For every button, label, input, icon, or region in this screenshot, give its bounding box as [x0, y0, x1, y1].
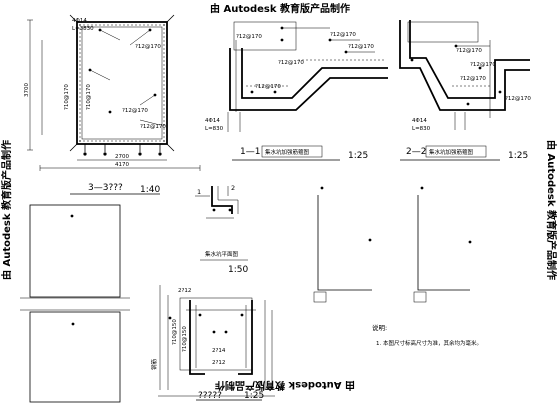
detail-rebar-d: 2?14	[212, 348, 226, 354]
plan-rebar-6: ?12@170	[140, 124, 166, 130]
section-2-rebar-b: ?12@170	[470, 62, 496, 68]
section-1-rebar-c: ?12@170	[255, 84, 281, 90]
notes-heading: 说明:	[372, 323, 387, 332]
plan-rebar-2: ?12@170	[135, 44, 161, 50]
plan-dim-bottom: 2700	[115, 154, 129, 160]
watermark-right: 由 Autodesk 教育版产品制作	[545, 140, 558, 280]
section-1-title: 1—1	[240, 147, 260, 157]
detail-left-bar	[189, 300, 205, 375]
section-1-scale: 1:25	[348, 151, 368, 161]
section-3-upper-panel	[29, 204, 121, 298]
pit-plan-outline	[211, 186, 233, 214]
pit-plan-view: 1 2 集水坑平面图 1:50	[195, 184, 248, 275]
plan-dim-left: 3700	[24, 83, 30, 97]
section-sketches	[313, 186, 472, 303]
section-2-rebar-a: ?12@170	[456, 48, 482, 54]
section-3-lower-panel	[29, 311, 121, 403]
notes-item-1: 1. 本图尺寸标高尺寸为准，其余均为毫米。	[376, 339, 482, 347]
section-2-subtitle: 集水坑加强筋箍图	[429, 148, 474, 156]
watermark-top: 由 Autodesk 教育版产品制作	[210, 2, 350, 15]
detail-right-bar	[238, 300, 253, 375]
plan-rebar-3: ?10@170	[64, 84, 70, 110]
section-2-rebar-c: ?12@170	[460, 76, 486, 82]
pit-plan-mark-2: 2	[231, 184, 235, 192]
section-1-view: ?12@170 ?12@170 ?12@170 ?12@170 ?12@170 …	[205, 21, 388, 161]
detail-rebar-a: 2?12	[178, 288, 191, 294]
watermark-left: 由 Autodesk 教育版产品制作	[0, 140, 13, 280]
pit-plan-mark-1: 1	[197, 188, 201, 196]
plan-rebar-1: 4Φ14	[72, 18, 87, 24]
section-1-rebar-b: ?12@170	[278, 60, 304, 66]
pit-plan-scale: 1:50	[228, 265, 248, 275]
section-3-view: 3—3??? 1:40	[20, 183, 160, 403]
plan-view: 4Φ14 L=3830 ?12@170 ?10@170 ?10@170 ?12@…	[24, 14, 201, 171]
plan-rebar-5: ?12@170	[122, 108, 148, 114]
plan-dim-total: 4170	[115, 162, 129, 168]
detail-title: ?????	[198, 391, 222, 401]
plan-rebar-4: ?10@170	[86, 84, 92, 110]
detail-rebar-c: ?10@150	[182, 326, 188, 352]
section-2-scale: 1:25	[508, 151, 528, 161]
sketch-2-outline	[417, 195, 470, 291]
sketch-1-outline	[317, 195, 372, 291]
section-1-subtitle: 集水坑加强筋箍图	[265, 148, 310, 156]
section-1-rebar-e: ?12@170	[348, 44, 374, 50]
section-2-length: L=830	[412, 126, 431, 132]
section-1-length: L=830	[205, 126, 224, 132]
section-1-rebar-a: ?12@170	[236, 34, 262, 40]
plan-inner-wall	[81, 26, 163, 140]
watermark-bottom: 由 Autodesk 教育版产品制作	[215, 379, 355, 392]
plan-outer-wall	[76, 21, 168, 145]
section-1-rebar-main: 4Φ14	[205, 118, 220, 124]
section-3-scale: 1:40	[140, 185, 160, 195]
plan-length-1: L=3830	[72, 26, 94, 32]
section-2-rebar-main: 4Φ14	[412, 118, 427, 124]
section-2-subtitle-box	[425, 145, 487, 158]
section-3-title: 3—3???	[88, 183, 123, 193]
section-2-rebar-d: ?12@170	[505, 96, 531, 102]
section-1-rebar-d: ?12@170	[330, 32, 356, 38]
detail-scale: 1:25	[244, 391, 264, 401]
detail-rebar-e: 2?12	[212, 360, 225, 366]
section-2-title: 2—2	[406, 147, 426, 157]
section-2-outline	[399, 20, 530, 111]
section-2-view: ?12@170 ?12@170 ?12@170 ?12@170 4Φ14 L=8…	[399, 20, 531, 161]
section-1-subtitle-box	[261, 145, 323, 158]
detail-rebar-b: ?10@150	[172, 319, 178, 345]
section-1-outline	[229, 48, 388, 111]
detail-side-label: 钢筋	[150, 358, 158, 370]
pit-plan-caption: 集水坑平面图	[205, 250, 239, 258]
detail-view: 2?12 ?10@150 ?10@150 2?14 2?12 钢筋 ????? …	[150, 285, 275, 401]
notes-block: 说明: 1. 本图尺寸标高尺寸为准，其余均为毫米。	[372, 323, 482, 347]
